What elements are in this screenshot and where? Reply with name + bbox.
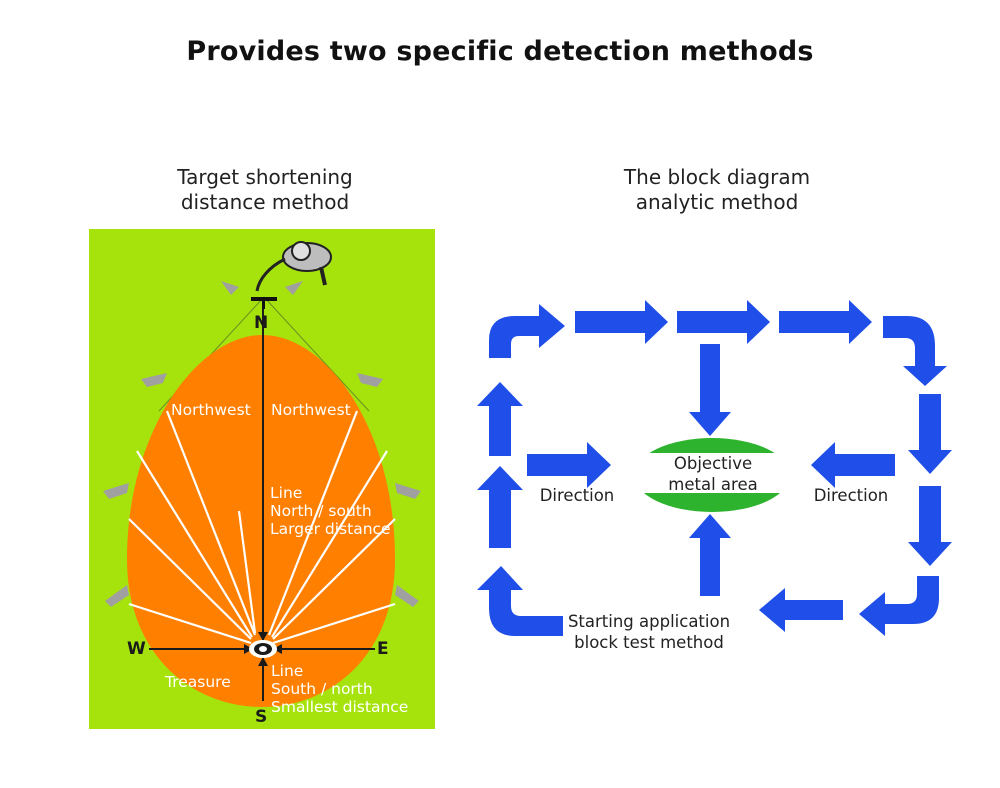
compass-south: S bbox=[255, 707, 268, 727]
compass-west: W bbox=[127, 639, 146, 659]
block-diagram: Objective metal area Direction Direction… bbox=[465, 290, 975, 660]
sweep-marker-icon bbox=[141, 373, 167, 387]
left-subtitle-line2: distance method bbox=[180, 190, 350, 214]
arrow-down-icon bbox=[908, 394, 952, 474]
direction-label-left: Direction bbox=[539, 486, 615, 505]
right-subtitle-line2: analytic method bbox=[635, 190, 799, 214]
arrow-right-icon bbox=[575, 300, 668, 344]
corner-arrow-icon bbox=[489, 304, 565, 358]
sweep-marker-icon bbox=[395, 483, 421, 499]
arrow-up-icon bbox=[477, 382, 523, 456]
starting-method-label: Starting application block test method bbox=[567, 612, 731, 652]
compass-east: E bbox=[377, 639, 389, 659]
sweep-marker-icon bbox=[221, 281, 239, 295]
arrow-right-to-target-icon bbox=[527, 442, 611, 488]
detector-operator-icon bbox=[255, 241, 332, 292]
sweep-marker-icon bbox=[395, 585, 419, 607]
arrow-left-to-target-icon bbox=[811, 442, 895, 488]
direction-label-right: Direction bbox=[813, 486, 889, 505]
corner-arrow-icon bbox=[859, 576, 939, 636]
target-shortening-diagram: N S W E Northwest Northwest Line North /… bbox=[89, 229, 435, 729]
arrow-right-icon bbox=[779, 300, 872, 344]
search-field bbox=[127, 335, 395, 707]
corner-arrow-icon bbox=[477, 566, 563, 636]
compass-north: N bbox=[254, 313, 269, 333]
line-south-north-label: Line South / north Smallest distance bbox=[271, 662, 409, 716]
treasure-label: Treasure bbox=[165, 673, 231, 691]
right-subtitle-line1: The block diagram bbox=[623, 165, 811, 189]
left-subtitle-line1: Target shortening bbox=[177, 165, 353, 189]
arrow-down-icon bbox=[908, 486, 952, 566]
sweep-marker-icon bbox=[285, 281, 303, 295]
sweep-markers bbox=[103, 281, 421, 607]
sweep-rays bbox=[128, 410, 396, 645]
arrow-left-icon bbox=[759, 588, 843, 632]
arrow-up-icon bbox=[477, 466, 523, 548]
sweep-marker-icon bbox=[103, 483, 129, 499]
northwest-label-left: Northwest bbox=[171, 401, 251, 419]
left-subtitle: Target shortening distance method bbox=[140, 165, 390, 215]
line-north-south-label: Line North / south Larger distance bbox=[270, 484, 391, 538]
sweep-marker-icon bbox=[357, 373, 383, 387]
arrow-up-to-target-icon bbox=[689, 514, 731, 596]
northwest-label-right: Northwest bbox=[271, 401, 351, 419]
arrow-down-to-target-icon bbox=[689, 344, 731, 436]
corner-arrow-icon bbox=[883, 316, 947, 386]
arrow-right-icon bbox=[677, 300, 770, 344]
guide-line-right bbox=[263, 296, 370, 412]
objective-metal-area-label: Objective metal area bbox=[668, 454, 758, 494]
page-title: Provides two specific detection methods bbox=[186, 36, 814, 67]
treasure-target-icon bbox=[249, 640, 277, 658]
right-subtitle: The block diagram analytic method bbox=[592, 165, 842, 215]
field-drawing bbox=[103, 241, 421, 707]
sweep-marker-icon bbox=[105, 585, 129, 607]
block-diagram-arrows bbox=[477, 300, 952, 636]
